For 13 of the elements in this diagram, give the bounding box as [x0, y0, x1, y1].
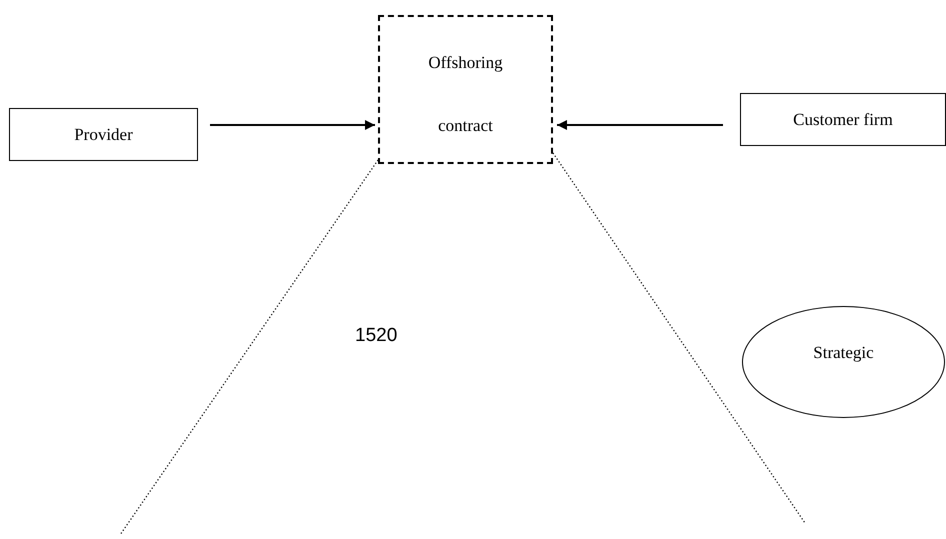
arrow [210, 120, 375, 130]
process-box [9, 108, 198, 161]
dotted-line [120, 160, 378, 536]
ellipse-node [742, 306, 945, 418]
note-text: 1520 [355, 325, 398, 347]
arrow [557, 120, 723, 130]
node-text: Provider [74, 124, 133, 144]
node-text: Offshoring contract [427, 52, 504, 137]
node-text: Customer firm [793, 110, 893, 130]
dotted-line [552, 152, 806, 524]
process-box [740, 93, 946, 146]
node-text: Strategic [813, 343, 874, 363]
dashed-box [378, 15, 553, 164]
